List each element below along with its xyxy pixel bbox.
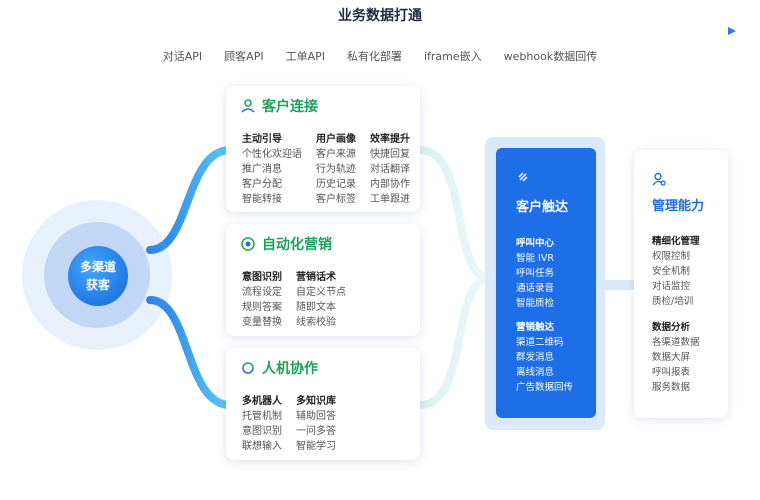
feature-column: 多知识库 辅助回答 一问多答 智能学习 [296, 394, 336, 454]
card-customer-connection: 客户连接 主动引导 个性化欢迎语 推广消息 客户分配 智能转接 用户画像 客户来… [226, 86, 420, 212]
cycle-icon [241, 237, 255, 251]
feature-column: 用户画像 客户来源 行为轨迹 历史记录 客户标签 [316, 132, 356, 207]
feature-item: 联想输入 [242, 441, 282, 452]
feature-item: 快捷回复 [370, 149, 410, 160]
column-head: 效率提升 [370, 134, 410, 145]
page-title: 业务数据打通 [338, 8, 422, 24]
group-item: 呼叫报表 [652, 367, 691, 378]
management-panel: 管理能力 精细化管理 权限控制 安全机制 对话监控 质检/培训 数据分析 各渠道… [634, 150, 728, 418]
card-title: 自动化营销 [262, 237, 332, 253]
feature-item: 行为轨迹 [316, 164, 356, 175]
group-head: 精细化管理 [652, 236, 700, 247]
group-head: 营销触达 [516, 322, 555, 333]
person-icon [241, 99, 255, 113]
feature-item: 历史记录 [316, 179, 356, 190]
group-item: 智能 IVR [516, 253, 554, 264]
management-title: 管理能力 [652, 199, 705, 214]
group-item: 渠道二维码 [516, 337, 564, 348]
feature-item: 智能转接 [242, 194, 282, 205]
feature-item: 变量替换 [242, 317, 282, 328]
feature-item: 客户分配 [242, 179, 282, 190]
card-title: 客户连接 [262, 99, 318, 115]
feature-column: 意图识别 流程设定 规则答案 变量替换 [242, 270, 282, 330]
collaboration-icon [242, 362, 254, 374]
feature-item: 智能学习 [296, 441, 336, 452]
reach-panel: 客户触达 呼叫中心 智能 IVR 呼叫任务 通话录音 智能质检 营销触达 渠道二… [496, 148, 596, 418]
card-automated-marketing: 自动化营销 意图识别 流程设定 规则答案 变量替换 营销话术 自定义节点 随即文… [226, 224, 420, 336]
column-head: 意图识别 [242, 272, 282, 283]
multichannel-hub: 多渠道 获客 [68, 246, 128, 306]
management-group: 精细化管理 权限控制 安全机制 对话监控 质检/培训 [652, 234, 700, 309]
group-item: 数据大屏 [652, 352, 691, 363]
group-item: 权限控制 [652, 251, 691, 262]
column-head: 用户画像 [316, 134, 356, 145]
group-item: 质检/培训 [652, 296, 694, 307]
feature-item: 托管机制 [242, 411, 282, 422]
feature-item: 个性化欢迎语 [242, 149, 302, 160]
api-item: 对话API [162, 50, 203, 63]
user-settings-icon [652, 172, 666, 186]
column-head: 多知识库 [296, 396, 336, 407]
timeline-arrow [0, 27, 736, 35]
feature-item: 对话翻译 [370, 164, 410, 175]
feature-column: 主动引导 个性化欢迎语 推广消息 客户分配 智能转接 [242, 132, 302, 207]
column-head: 多机器人 [242, 396, 282, 407]
feature-item: 一问多答 [296, 426, 336, 437]
api-item: iframe嵌入 [423, 50, 482, 63]
group-item: 呼叫任务 [516, 268, 555, 279]
group-item: 离线消息 [516, 367, 555, 378]
reach-title: 客户触达 [516, 200, 569, 215]
card-title: 人机协作 [262, 361, 318, 377]
feature-item: 流程设定 [242, 287, 282, 298]
link-icon [518, 172, 528, 182]
feature-item: 推广消息 [242, 164, 282, 175]
hub-line2: 获客 [85, 278, 110, 292]
card-human-machine: 人机协作 多机器人 托管机制 意图识别 联想输入 多知识库 辅助回答 一问多答 … [226, 348, 420, 460]
feature-item: 意图识别 [242, 426, 282, 437]
group-item: 对话监控 [652, 281, 691, 292]
column-head: 营销话术 [296, 272, 336, 283]
api-list: 对话API 顾客API 工单API 私有化部署 iframe嵌入 webhook… [0, 48, 760, 64]
api-item: webhook数据回传 [503, 50, 598, 63]
management-group: 数据分析 各渠道数据 数据大屏 呼叫报表 服务数据 [652, 320, 700, 395]
group-item: 安全机制 [652, 266, 691, 277]
reach-group: 呼叫中心 智能 IVR 呼叫任务 通话录音 智能质检 [516, 236, 554, 311]
column-head: 主动引导 [242, 134, 282, 145]
feature-item: 自定义节点 [296, 287, 346, 298]
api-item: 顾客API [224, 50, 264, 63]
group-head: 数据分析 [652, 322, 691, 333]
feature-item: 线索校验 [296, 317, 336, 328]
api-item: 工单API [285, 50, 325, 63]
group-item: 各渠道数据 [652, 337, 700, 348]
feature-item: 客户标签 [316, 194, 356, 205]
group-item: 通话录音 [516, 283, 555, 294]
hub-line1: 多渠道 [79, 260, 116, 274]
feature-item: 工单跟进 [370, 194, 410, 205]
group-item: 服务数据 [652, 382, 691, 393]
feature-column: 多机器人 托管机制 意图识别 联想输入 [242, 394, 282, 454]
feature-item: 内部协作 [370, 179, 410, 190]
feature-item: 辅助回答 [296, 411, 336, 422]
reach-group: 营销触达 渠道二维码 群发消息 离线消息 广告数据回传 [516, 320, 573, 395]
api-item: 私有化部署 [346, 50, 402, 63]
group-item: 群发消息 [516, 352, 555, 363]
group-item: 广告数据回传 [516, 382, 574, 393]
feature-column: 营销话术 自定义节点 随即文本 线索校验 [296, 270, 346, 330]
group-head: 呼叫中心 [516, 238, 555, 249]
group-item: 智能质检 [516, 298, 555, 309]
feature-item: 随即文本 [296, 302, 336, 313]
feature-item: 客户来源 [316, 149, 356, 160]
feature-column: 效率提升 快捷回复 对话翻译 内部协作 工单跟进 [370, 132, 410, 207]
feature-item: 规则答案 [242, 302, 282, 313]
